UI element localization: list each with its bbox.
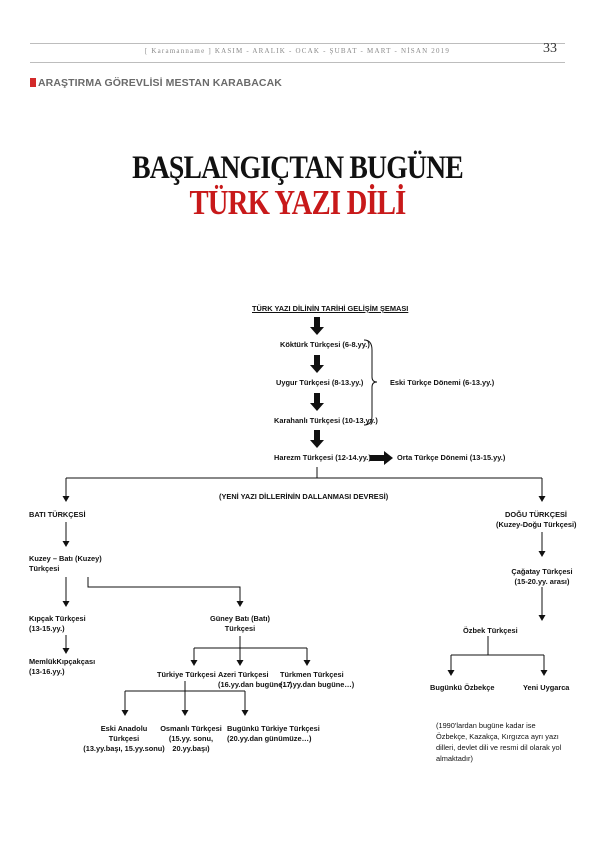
arrowhead: [303, 660, 311, 666]
down-arrow-icon: [310, 355, 324, 373]
arrowhead: [241, 710, 249, 716]
header-rule-top: [30, 43, 565, 44]
node-eski-anadolu: Eski Anadolu Türkçesi (13.yy.başı, 15.yy…: [83, 724, 165, 753]
node-harezm: Harezm Türkçesi (12-14.yy.): [274, 453, 371, 462]
arrowhead: [447, 670, 455, 676]
diagram-heading: TÜRK YAZI DİLİNİN TARİHİ GELİŞİM ŞEMASI: [252, 304, 409, 313]
arrowhead: [62, 648, 70, 654]
arrowhead: [538, 615, 546, 621]
down-arrow-icon: [310, 430, 324, 448]
node-dogu: DOĞU TÜRKÇESİ (Kuzey-Doğu Türkçesi): [496, 510, 577, 529]
note-1990: (1990'lardan bugüne kadar ise Özbekçe, K…: [436, 721, 562, 763]
node-ozbek: Özbek Türkçesi: [463, 626, 518, 635]
node-cagatay: Çağatay Türkçesi (15-20.yy. arası): [511, 567, 573, 586]
arrowhead: [538, 551, 546, 557]
arrowhead: [236, 601, 244, 607]
node-guney-bati: Güney Batı (Batı) Türkçesi: [210, 614, 270, 633]
section-marker: [30, 78, 36, 87]
node-yeni-uygurca: Yeni Uygarca: [523, 683, 570, 692]
node-turkmen: Türkmen Türkçesi (17.yy.dan bugüne…): [280, 670, 355, 689]
arrowhead: [540, 670, 548, 676]
page-number: 33: [543, 41, 557, 56]
node-bugunku-turkiye: Bugünkü Türkiye Türkçesi (20.yy.dan günü…: [227, 724, 320, 743]
down-arrow-icon: [310, 393, 324, 411]
title-line-1: BAŞLANGIÇTAN BUGÜNE: [132, 150, 464, 186]
node-dallanma: (YENİ YAZI DİLLERİNİN DALLANMASI DEVRESİ…: [219, 492, 389, 501]
arrowhead: [62, 601, 70, 607]
running-title: [ Karamanname ] KASIM - ARALIK - OCAK - …: [144, 47, 451, 55]
section-label: ARAŞTIRMA GÖREVLİSİ MESTAN KARABACAK: [38, 77, 282, 89]
node-azeri: Azeri Türkçesi (16.yy.dan bugüne…): [218, 670, 293, 689]
arrowhead: [190, 660, 198, 666]
node-bati: BATI TÜRKÇESİ: [29, 510, 86, 519]
node-orta-turkce: Orta Türkçe Dönemi (13-15.yy.): [397, 453, 506, 462]
arrowhead: [62, 541, 70, 547]
node-uygur: Uygur Türkçesi (8-13.yy.): [276, 378, 364, 387]
title-line-2: TÜRK YAZI DİLİ: [189, 183, 406, 222]
node-kipcak: Kıpçak Türkçesi (13-15.yy.): [29, 614, 86, 633]
node-karahanli: Karahanlı Türkçesi (10-13.yy.): [274, 416, 378, 425]
arrowhead: [538, 496, 546, 502]
right-arrow-icon: [370, 451, 393, 465]
arrowhead: [62, 496, 70, 502]
node-bugunku-ozbekce: Bugünkü Özbekçe: [430, 683, 495, 692]
node-memluk: MemlükKıpçakçası (13-16.yy.): [29, 657, 96, 676]
arrowhead: [181, 710, 189, 716]
node-eski-turkce: Eski Türkçe Dönemi (6-13.yy.): [390, 378, 495, 387]
node-kuzey-bati: Kuzey – Batı (Kuzey) Türkçesi: [29, 554, 102, 573]
brace: [363, 339, 378, 426]
node-osmanli: Osmanlı Türkçesi (15.yy. sonu, 20.yy.baş…: [160, 724, 222, 753]
arrowhead: [121, 710, 129, 716]
down-arrow-icon: [310, 317, 324, 335]
arrowhead: [236, 660, 244, 666]
header-rule-bottom: [30, 62, 565, 63]
node-gokturk: Köktürk Türkçesi (6-8.yy.): [280, 340, 370, 349]
node-turkiye: Türkiye Türkçesi: [157, 670, 216, 679]
